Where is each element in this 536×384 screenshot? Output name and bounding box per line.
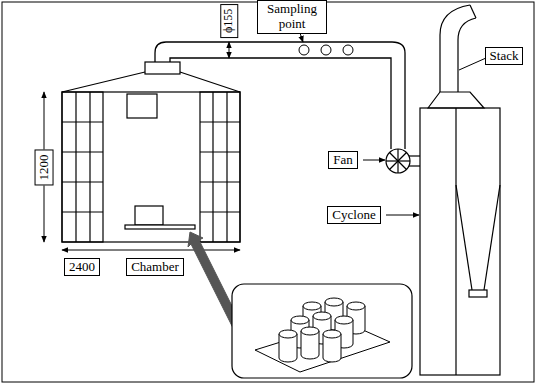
chamber (62, 62, 240, 242)
label-text: Sampling point (262, 2, 322, 32)
label-text: Chamber (131, 260, 179, 275)
label-box: Fan (328, 151, 358, 170)
inset-frame (232, 284, 412, 378)
duct (155, 42, 405, 149)
label-box: 1200 (35, 149, 54, 185)
label-box: 2400 (64, 258, 100, 277)
width-dimension (62, 250, 240, 251)
sampling-ports (299, 45, 353, 55)
label-text: Stack (490, 49, 519, 64)
label-box: Cyclone (327, 206, 380, 225)
label-text: Cyclone (332, 208, 375, 223)
leader-arrow (300, 33, 303, 42)
sample-cylinders (279, 298, 365, 362)
leader-arrow (363, 160, 385, 161)
leader-arrow (386, 215, 419, 216)
label-box: Sampling point (257, 0, 327, 34)
label-text: 2400 (69, 260, 95, 275)
fan-symbol (386, 149, 420, 173)
label-text: 1200 (37, 154, 52, 180)
label-text: ϕ155 (222, 9, 236, 33)
label-box: Chamber (126, 258, 184, 277)
label-box: Stack (485, 47, 524, 66)
leader-line (459, 58, 486, 70)
label-text: Fan (333, 153, 353, 168)
diameter-dimension (229, 42, 230, 58)
label-box: ϕ155 (220, 4, 238, 38)
